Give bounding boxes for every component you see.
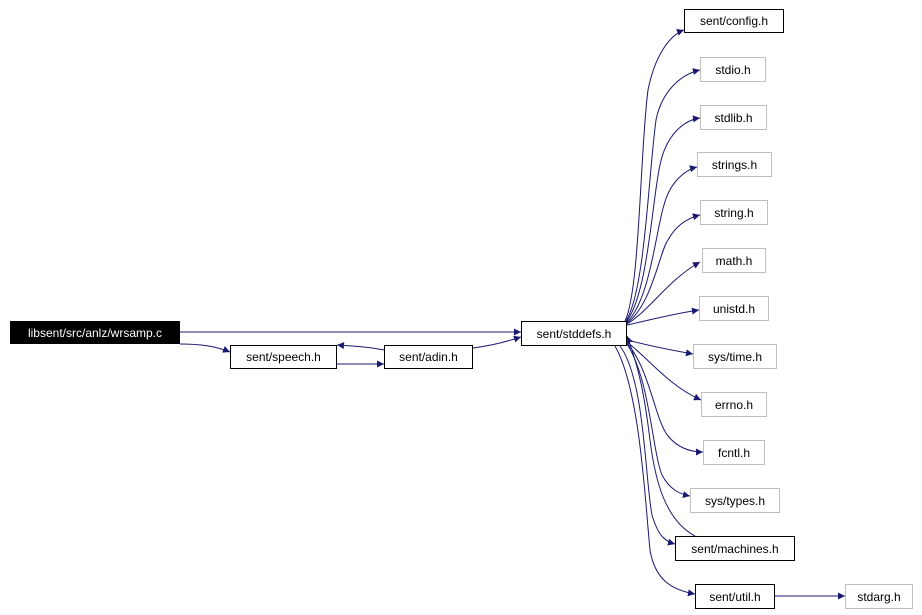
node-stdlib-h: stdlib.h: [700, 105, 767, 130]
edge-stddefs-math: [626, 261, 701, 325]
node-sys-types-h: sys/types.h: [690, 488, 780, 513]
edge-stddefs-fcntl: [626, 342, 704, 456]
node-stdio-h: stdio.h: [700, 57, 766, 82]
node-errno-h: errno.h: [701, 392, 767, 417]
edge-stddefs-systypes: [626, 343, 691, 499]
node-sent-util-h[interactable]: sent/util.h: [695, 584, 775, 609]
edge-adin-speech: [336, 342, 385, 351]
node-sent-speech-h[interactable]: sent/speech.h: [230, 345, 337, 369]
node-fcntl-h: fcntl.h: [703, 440, 765, 465]
edge-stddefs-unistd: [626, 307, 700, 326]
node-sent-machines-h[interactable]: sent/machines.h: [675, 536, 795, 561]
node-string-h: string.h: [700, 200, 768, 225]
edge-stddefs-config: [624, 29, 685, 322]
edge-machines-stddefs: [626, 335, 696, 537]
node-unistd-h: unistd.h: [699, 296, 769, 321]
node-sent-config-h[interactable]: sent/config.h: [684, 9, 784, 33]
edge-stddefs-systime: [626, 339, 694, 357]
node-root-file: libsent/src/anlz/wrsamp.c: [10, 321, 180, 344]
edge-root-speech: [179, 343, 231, 353]
edge-stddefs-string: [626, 213, 701, 324]
edge-stddefs-strings: [626, 165, 698, 323]
edge-stddefs-errno: [626, 341, 702, 401]
node-stdarg-h: stdarg.h: [845, 584, 913, 609]
edge-stddefs-machines: [619, 345, 676, 546]
edge-stddefs-util: [614, 345, 696, 597]
node-sent-adin-h[interactable]: sent/adin.h: [384, 345, 473, 369]
edge-stddefs-stdlib: [625, 115, 701, 323]
edge-adin-stddefs: [472, 335, 522, 349]
node-strings-h: strings.h: [697, 152, 772, 177]
node-sent-stddefs-h[interactable]: sent/stddefs.h: [521, 321, 627, 346]
node-sys-time-h: sys/time.h: [693, 344, 777, 369]
node-math-h: math.h: [702, 248, 766, 273]
edge-stddefs-stdio: [625, 68, 701, 322]
